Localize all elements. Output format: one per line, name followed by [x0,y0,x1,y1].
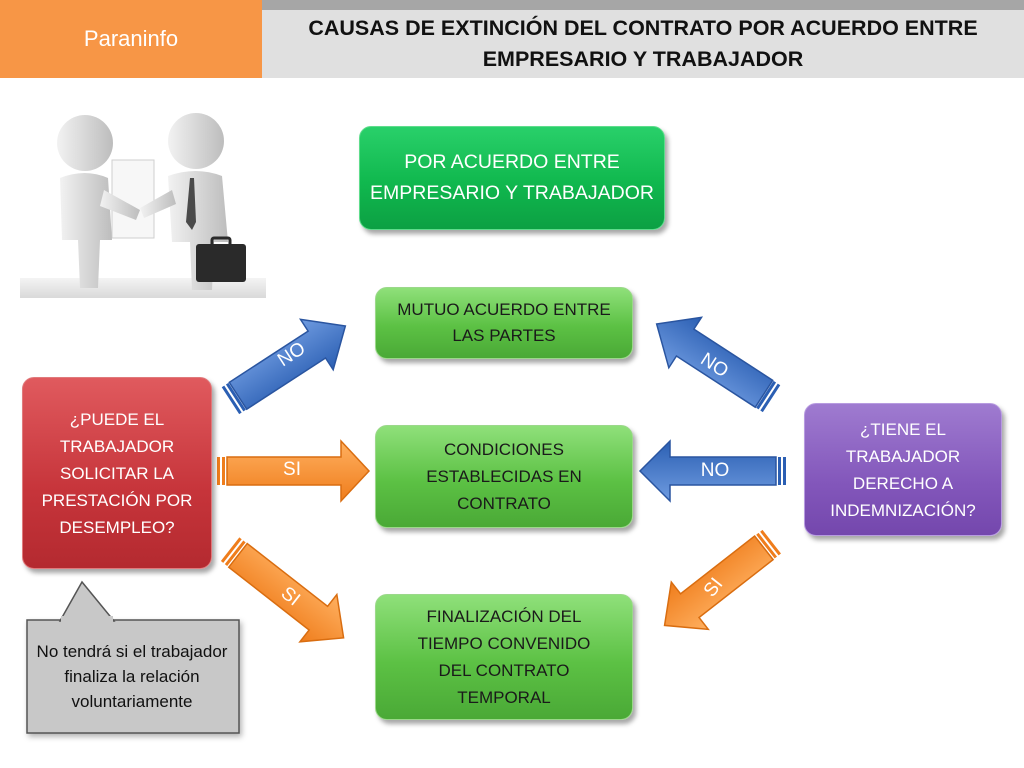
arrow-label-right-mid: NO [700,460,730,481]
arrow-label-left-mid: SI [283,459,301,480]
page-title: CAUSAS DE EXTINCIÓN DEL CONTRATO POR ACU… [308,16,978,71]
arrow-left-bottom [220,537,345,643]
node-finalizacion-label: FINALIZACIÓN DEL TIEMPO CONVENIDO DEL CO… [417,607,591,707]
node-condiciones: CONDICIONES ESTABLECIDAS EN CONTRATO [375,425,633,528]
arrow-right-mid [638,439,786,503]
arrow-right-top [655,316,781,413]
node-mutuo-acuerdo: MUTUO ACUERDO ENTRE LAS PARTES [375,287,633,359]
question-desempleo: ¿PUEDE EL TRABAJADOR SOLICITAR LA PRESTA… [22,377,212,569]
question-desempleo-label: ¿PUEDE EL TRABAJADOR SOLICITAR LA PRESTA… [41,409,193,537]
main-node: POR ACUERDO ENTRE EMPRESARIO Y TRABAJADO… [359,126,665,230]
question-indemnizacion-label: ¿TIENE EL TRABAJADOR DERECHO A INDEMNIZA… [830,419,976,520]
callout-text: No tendrá si el trabajador finaliza la r… [36,641,228,711]
arrow-right-bottom [663,529,781,631]
arrow-left-mid [217,439,371,503]
main-node-label: POR ACUERDO ENTRE EMPRESARIO Y TRABAJADO… [370,151,654,204]
node-finalizacion: FINALIZACIÓN DEL TIEMPO CONVENIDO DEL CO… [375,594,633,720]
node-condiciones-label: CONDICIONES ESTABLECIDAS EN CONTRATO [426,440,582,513]
node-mutuo-acuerdo-label: MUTUO ACUERDO ENTRE LAS PARTES [397,300,611,345]
question-indemnizacion: ¿TIENE EL TRABAJADOR DERECHO A INDEMNIZA… [804,403,1002,536]
brand-label: Paraninfo [0,0,262,78]
callout-balloon [26,580,240,734]
title-accent-bar [262,0,1024,10]
arrow-left-top [221,318,347,415]
handshake-illustration [20,113,266,298]
title-bar: CAUSAS DE EXTINCIÓN DEL CONTRATO POR ACU… [262,10,1024,78]
